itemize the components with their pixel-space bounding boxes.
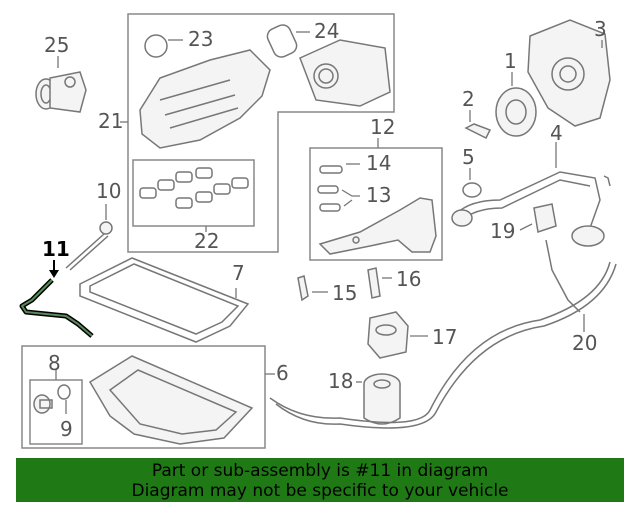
oil-pump-part <box>527 19 611 127</box>
crankshaft-pulley-part <box>495 87 537 137</box>
callout-5: 5 <box>462 145 475 169</box>
banner-line-2: Diagram may not be specific to your vehi… <box>131 481 509 501</box>
intake-manifold-part <box>139 39 391 149</box>
callout-9: 9 <box>60 417 73 441</box>
bolt-part <box>464 123 492 140</box>
callout-8: 8 <box>48 351 61 375</box>
callout-7: 7 <box>232 261 245 285</box>
callout-6: 6 <box>276 361 289 385</box>
oil-pan-gasket-part <box>79 257 250 343</box>
wiring-harness-part <box>269 239 617 429</box>
oil-level-sensor-part <box>533 203 557 233</box>
sensor-part <box>297 275 309 302</box>
gasket-set-box <box>132 159 255 227</box>
oil-cooler-part <box>367 311 409 359</box>
oil-pickup-tube-part <box>451 171 611 247</box>
callout-19: 19 <box>490 219 515 243</box>
drain-plug-part <box>33 394 53 414</box>
pressure-switch-part <box>367 267 381 299</box>
intake-ring-gasket-part <box>144 34 168 58</box>
seal-part <box>462 182 482 198</box>
notice-banner: Part or sub-assembly is #11 in diagram D… <box>16 458 624 502</box>
callout-16: 16 <box>396 267 421 291</box>
intake-group-box <box>127 13 395 253</box>
callout-2: 2 <box>462 87 475 111</box>
dipstick-tube-part-highlighted <box>19 278 94 338</box>
oil-pan-group-box <box>21 345 266 449</box>
callout-23: 23 <box>188 27 213 51</box>
timing-chain-guide-part <box>318 197 437 255</box>
oil-filter-part <box>363 373 401 425</box>
guide-pin-part <box>319 165 343 174</box>
throttle-gasket-part <box>266 24 298 58</box>
intake-gasket-set-part <box>139 167 249 209</box>
callout-3: 3 <box>594 17 607 41</box>
drain-plug-washer-part <box>57 384 71 400</box>
banner-line-1: Part or sub-assembly is #11 in diagram <box>151 461 489 481</box>
callout-15: 15 <box>332 281 357 305</box>
oil-pan-part <box>88 355 254 445</box>
callout-12: 12 <box>370 115 395 139</box>
callout-22: 22 <box>194 229 219 253</box>
callout-20: 20 <box>572 331 597 355</box>
dipstick-part <box>65 221 113 271</box>
callout-13: 13 <box>366 183 391 207</box>
callout-4: 4 <box>550 121 563 145</box>
callout-10: 10 <box>96 179 121 203</box>
callout-25: 25 <box>44 33 69 57</box>
callout-18: 18 <box>328 369 353 393</box>
callout-24: 24 <box>314 19 339 43</box>
callout-17: 17 <box>432 325 457 349</box>
callout-11: 11 <box>42 237 70 261</box>
callout-1: 1 <box>504 49 517 73</box>
callout-14: 14 <box>366 151 391 175</box>
timing-guide-box <box>309 147 443 261</box>
throttle-body-part <box>35 71 87 113</box>
guide-bolts-part <box>317 185 341 212</box>
callout-21: 21 <box>98 109 123 133</box>
exploded-parts-diagram: 25 23 24 21 22 3 1 <box>19 13 617 449</box>
